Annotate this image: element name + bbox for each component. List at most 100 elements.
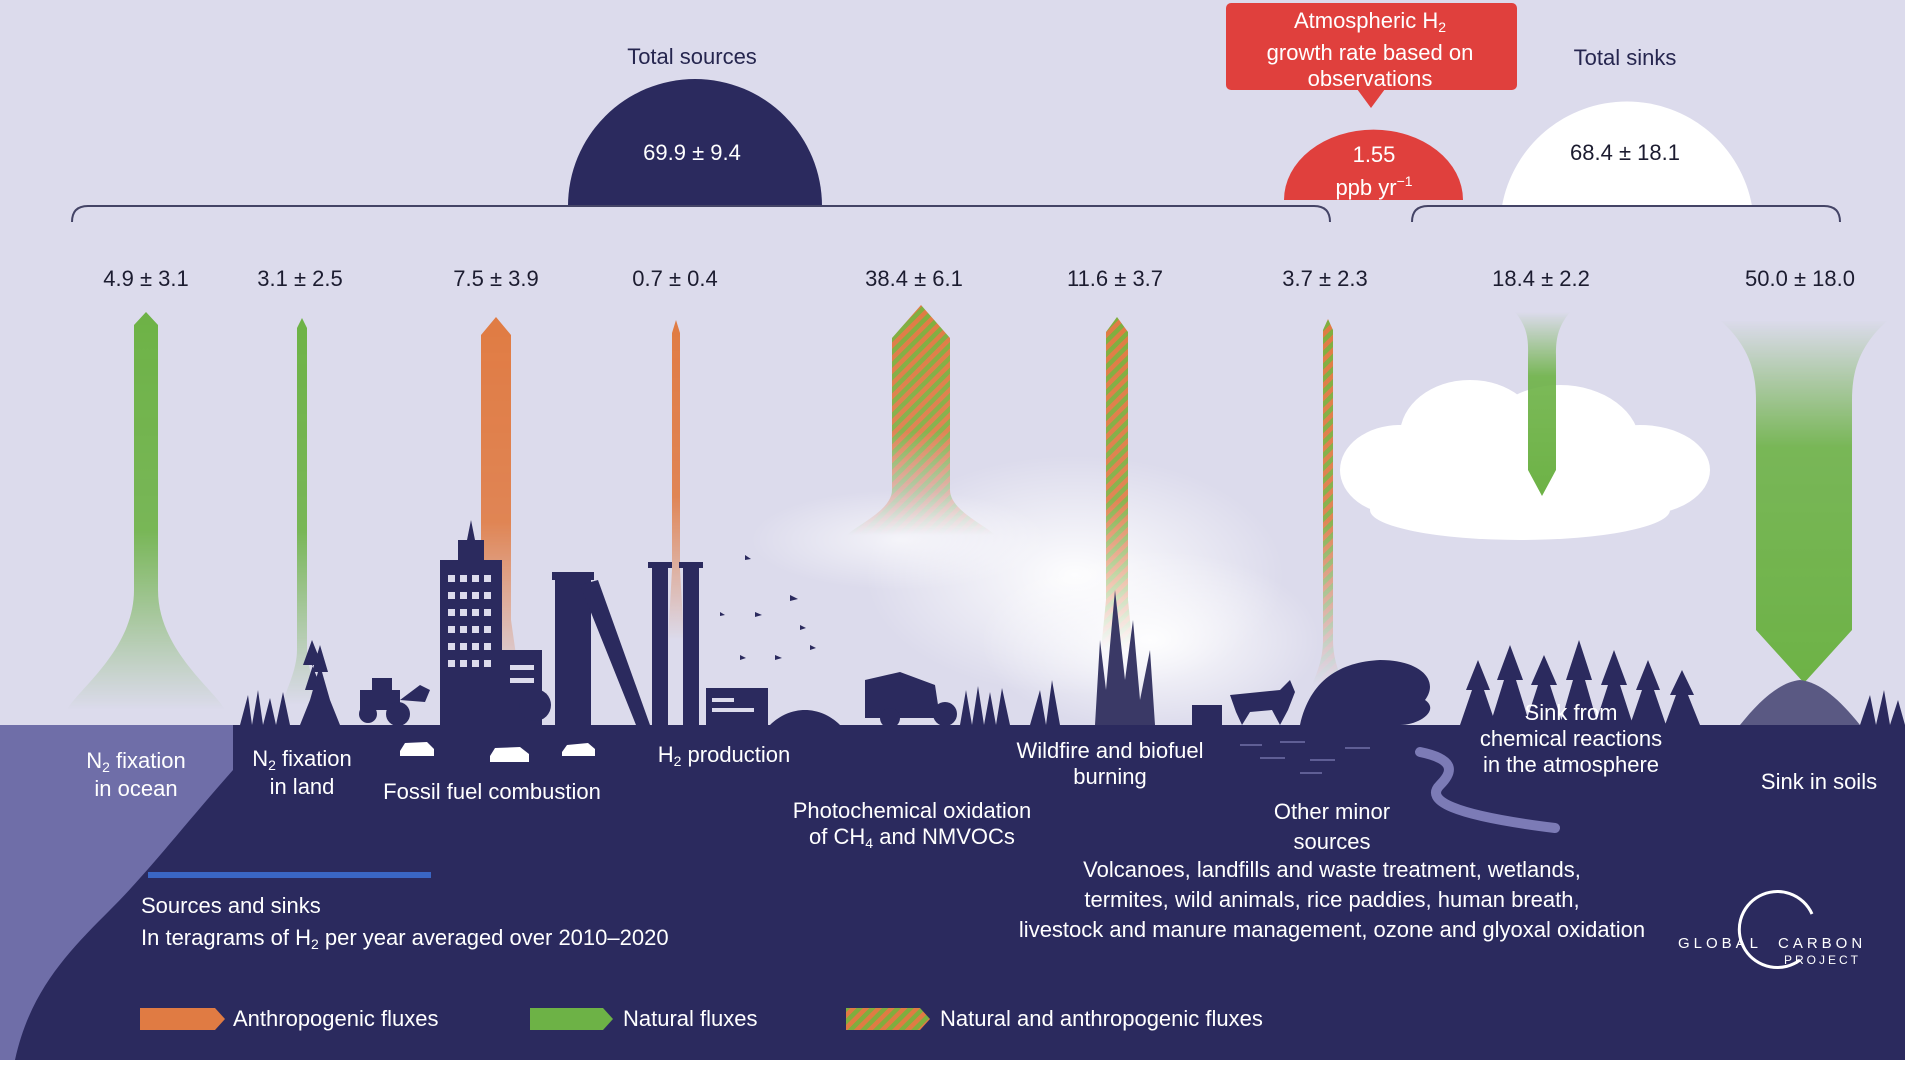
legend-units: In teragrams of H2 per year averaged ove…: [141, 925, 669, 953]
label-n2-ocean-line2: in ocean: [94, 775, 178, 801]
label-photo-line2-post: and NMVOCs: [873, 823, 1015, 849]
cars: [400, 742, 595, 762]
water-marks: [1240, 741, 1370, 774]
label-n2-land-pre: N: [252, 746, 269, 771]
legend-swatch-anthropogenic: [140, 1008, 225, 1030]
label-n2-land-post: fixation: [275, 746, 352, 771]
growth-rate-halfcircle: [1284, 129, 1463, 200]
ground: [0, 725, 1905, 1060]
arrow-soil-sink: [1720, 320, 1888, 683]
birds: [720, 555, 816, 660]
arrow-wildfire: [1101, 317, 1133, 650]
total-sinks-value: 68.4 ± 18.1: [1570, 140, 1680, 165]
logo-arc: [1737, 890, 1814, 970]
legend-units-sub: 2: [310, 936, 319, 952]
arrow-n2-land: [282, 318, 322, 705]
bottom-margin: [0, 1060, 1905, 1072]
label-minor-line2: sources: [1293, 829, 1371, 854]
growth-rate-unit: ppb yr: [1335, 175, 1397, 200]
legend-units-post: per year averaged over 2010–2020: [318, 925, 669, 950]
total-sources-halfcircle: [568, 79, 822, 206]
flux-value-soil-sink: 50.0 ± 18.0: [1745, 266, 1855, 291]
building-windows: [448, 575, 754, 712]
label-chem-line2: chemical reactions: [1479, 725, 1663, 751]
arrow-photochemical: [847, 305, 995, 535]
smoke-clouds: [750, 455, 1320, 730]
logo-global: GLOBAL: [1678, 935, 1763, 952]
label-n2-land-sub: 2: [268, 757, 276, 773]
logo-carbon: CARBON: [1778, 935, 1867, 952]
total-sources-value: 69.9 ± 9.4: [643, 140, 741, 165]
label-wildfire: Wildfire and biofuel burning: [1016, 738, 1203, 790]
logo-project: PROJECT: [1784, 953, 1862, 967]
label-h2-production: H2 production: [658, 742, 791, 770]
flux-value-n2-ocean: 4.9 ± 3.1: [103, 266, 189, 291]
label-photo-line2-sub: 4: [865, 834, 874, 851]
flux-value-wildfire: 11.6 ± 3.7: [1066, 266, 1164, 291]
callout-line1: Atmospheric H: [1293, 8, 1439, 33]
legend-units-pre: In teragrams of H: [141, 925, 311, 950]
label-photo-line1: Photochemical oxidation: [792, 798, 1032, 823]
legend-label-natural: Natural fluxes: [623, 1006, 758, 1031]
total-sources-label: Total sources: [627, 44, 757, 69]
callout-pointer: [1357, 89, 1385, 108]
legend-title: Sources and sinks: [141, 893, 321, 918]
label-minor-line1: Other minor: [1273, 799, 1391, 824]
sinks-bracket: [1411, 205, 1841, 223]
label-n2-ocean-pre: N: [86, 748, 103, 773]
total-sinks-label: Total sinks: [1573, 45, 1677, 70]
arrow-chemical-sink: [1515, 312, 1570, 496]
label-n2-land-line2: in land: [269, 773, 335, 799]
label-wildfire-line1: Wildfire and biofuel: [1016, 738, 1204, 763]
legend-swatch-natural: [530, 1008, 613, 1030]
atmospheric-callout-text: Atmospheric H2 growth rate based on obse…: [1267, 8, 1474, 92]
label-n2-ocean: N2 fixation in ocean: [86, 748, 186, 801]
skyline-silhouette: [240, 520, 1905, 728]
ocean: [0, 725, 233, 1060]
label-wildfire-line2: burning: [1073, 763, 1147, 789]
label-photo-line2-pre: of CH: [809, 823, 866, 849]
legend-divider-line: [148, 872, 431, 878]
growth-rate-unit-superscript: −1: [1396, 173, 1413, 189]
label-minor-detail-2: termites, wild animals, rice paddies, hu…: [1084, 887, 1580, 912]
label-fossil-fuel: Fossil fuel combustion: [383, 779, 601, 804]
callout-line2: growth rate based on: [1266, 40, 1474, 65]
growth-rate-text: 1.55 ppb yr−1: [1335, 142, 1412, 201]
flux-value-photochemical: 38.4 ± 6.1: [865, 266, 963, 291]
flux-value-h2-production: 0.7 ± 0.4: [632, 266, 718, 291]
label-h2-pre: H: [657, 742, 674, 767]
label-chem-line1: Sink from: [1524, 700, 1618, 725]
label-minor-detail-1: Volcanoes, landfills and waste treatment…: [1083, 857, 1581, 882]
callout-line3: observations: [1307, 66, 1433, 91]
label-n2-ocean-post: fixation: [109, 748, 186, 773]
label-chem-line3: in the atmosphere: [1482, 751, 1660, 777]
label-minor-details: Volcanoes, landfills and waste treatment…: [1019, 855, 1645, 945]
atmospheric-callout: [1226, 3, 1517, 90]
legend-label-anthropogenic: Anthropogenic fluxes: [233, 1006, 439, 1031]
callout-line1-subscript: 2: [1438, 19, 1447, 35]
arrow-minor-sources: [1312, 319, 1344, 685]
river: [1415, 747, 1560, 833]
growth-rate-value: 1.55: [1352, 142, 1396, 167]
arrow-h2-production: [668, 320, 684, 640]
label-h2-sub: 2: [673, 753, 682, 769]
label-n2-land: N2 fixation in land: [252, 746, 352, 799]
flux-value-minor-sources: 3.7 ± 2.3: [1282, 266, 1368, 291]
sources-bracket: [71, 205, 1331, 223]
cloud: [1340, 380, 1710, 540]
label-chemical-sink: Sink from chemical reactions in the atmo…: [1480, 700, 1662, 778]
label-minor-sources: Other minor sources: [1274, 797, 1390, 857]
total-sinks-halfcircle: [1502, 101, 1752, 206]
label-minor-detail-3: livestock and manure management, ozone a…: [1018, 917, 1646, 942]
flux-value-chemical-sink: 18.4 ± 2.2: [1492, 266, 1590, 291]
flux-value-fossil-fuel: 7.5 ± 3.9: [453, 266, 539, 291]
flux-value-n2-land: 3.1 ± 2.5: [257, 266, 343, 291]
label-h2-post: production: [681, 742, 791, 767]
legend-swatch-mixed: [846, 1008, 930, 1030]
label-n2-ocean-sub: 2: [102, 759, 110, 775]
label-soil-sink: Sink in soils: [1760, 769, 1878, 794]
label-photochemical: Photochemical oxidation of CH4 and NMVOC…: [793, 798, 1031, 851]
legend-label-mixed: Natural and anthropogenic fluxes: [940, 1006, 1263, 1031]
